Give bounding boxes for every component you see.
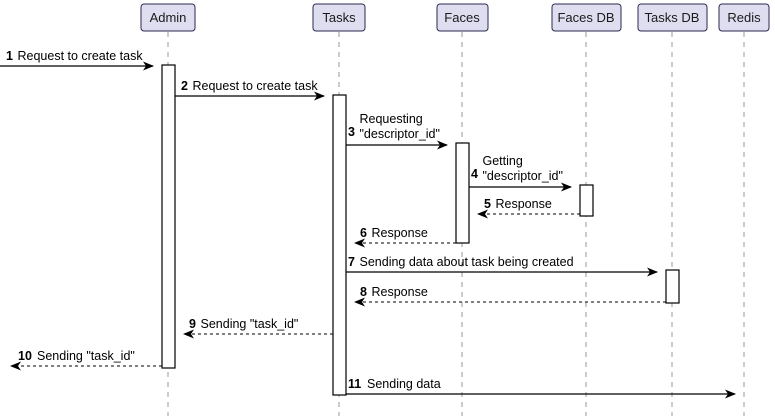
message-text-5: Response [496, 197, 552, 211]
message-text-4-line1: Getting [483, 154, 523, 168]
message-number-7: 7 [348, 255, 355, 269]
participant-rect-tasksdb [637, 3, 708, 32]
message-text-11: Sending data [367, 377, 441, 391]
message-number-11: 11 [348, 377, 361, 391]
participant-label-admin: Admin [150, 10, 187, 25]
message-7[interactable]: 7 Sending data about task being created [346, 255, 658, 277]
message-text-6: Response [372, 226, 428, 240]
actors-group: Admin Tasks Faces Faces DB Tasks DB Redis [140, 3, 770, 32]
activations-group [161, 64, 680, 396]
message-text-1: Request to create task [18, 49, 144, 63]
activation-bar-tasksdb [665, 269, 680, 304]
participant-label-tasks: Tasks [322, 10, 356, 25]
participant-rect-facesdb [551, 3, 622, 32]
message-text-3-line1: Requesting [360, 112, 423, 126]
participant-label-tasksdb: Tasks DB [645, 10, 700, 25]
message-text-2: Request to create task [193, 79, 319, 93]
message-9[interactable]: 9 Sending "task_id" [183, 317, 333, 339]
message-text-7: Sending data about task being created [360, 255, 574, 269]
participant-box-faces[interactable]: Faces [436, 3, 489, 32]
participant-box-admin[interactable]: Admin [140, 3, 196, 32]
participant-box-tasksdb[interactable]: Tasks DB [637, 3, 708, 32]
message-text-10: Sending "task_id" [37, 349, 135, 363]
message-text-4-line2: "descriptor_id" [483, 169, 563, 183]
message-4[interactable]: 4 Getting"descriptor_id" [469, 154, 572, 192]
message-5[interactable]: 5 Response [477, 197, 580, 219]
participant-box-tasks[interactable]: Tasks [312, 3, 366, 32]
message-10[interactable]: 10 Sending "task_id" [10, 349, 162, 371]
message-number-5: 5 [484, 197, 491, 211]
participant-rect-admin [140, 3, 196, 32]
message-number-1: 1 [6, 49, 13, 63]
message-number-2: 2 [181, 79, 188, 93]
message-3[interactable]: 3 Requesting"descriptor_id" [346, 112, 448, 150]
participant-box-redis[interactable]: Redis [718, 3, 770, 32]
message-11[interactable]: 11 Sending data [346, 377, 736, 399]
participant-rect-redis [718, 3, 770, 32]
message-text-3-line2: "descriptor_id" [360, 127, 440, 141]
message-number-4: 4 [471, 167, 478, 181]
activation-bar-facesdb [579, 184, 594, 217]
message-6[interactable]: 6 Response [354, 226, 456, 248]
message-number-8: 8 [360, 285, 367, 299]
participant-rect-faces [436, 3, 489, 32]
activation-bar-faces [455, 142, 470, 244]
message-text-9: Sending "task_id" [201, 317, 299, 331]
participant-label-faces: Faces [444, 10, 480, 25]
message-text-8: Response [372, 285, 428, 299]
message-number-10: 10 [18, 349, 32, 363]
message-number-6: 6 [360, 226, 367, 240]
message-8[interactable]: 8 Response [354, 285, 666, 307]
participant-box-facesdb[interactable]: Faces DB [551, 3, 622, 32]
message-number-9: 9 [189, 317, 196, 331]
participant-rect-tasks [312, 3, 366, 32]
message-2[interactable]: 2 Request to create task [175, 79, 325, 101]
activation-bar-tasks [332, 94, 347, 396]
message-number-3: 3 [348, 125, 355, 139]
message-1[interactable]: 1 Request to create task [0, 49, 154, 71]
activation-bar-admin [161, 64, 176, 369]
participant-label-facesdb: Faces DB [557, 10, 614, 25]
participant-label-redis: Redis [727, 10, 761, 25]
